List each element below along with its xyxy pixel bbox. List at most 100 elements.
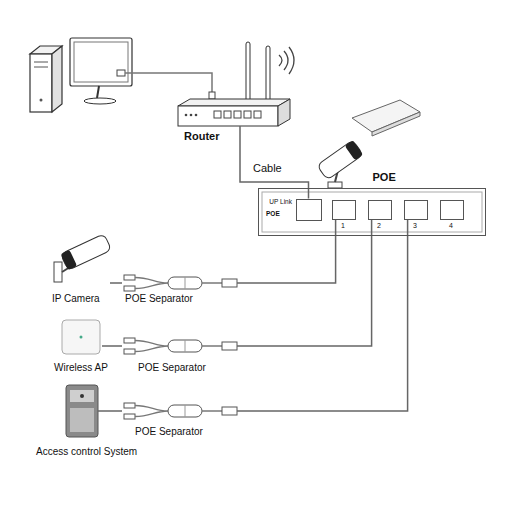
node-label: POE Separator [138, 362, 206, 374]
router-body-part [234, 111, 241, 118]
ip-camera-part [54, 262, 62, 282]
access-control-panel-part [70, 408, 94, 432]
poe-separator-node: POE Separator [122, 339, 237, 353]
router-body-part [214, 111, 221, 118]
poe-separator-body-part [135, 278, 168, 289]
poe-separator-body-part [124, 286, 135, 291]
computer-tower-part [30, 54, 52, 112]
access-control-panel-part [70, 390, 94, 402]
poe-separator-body-part [222, 407, 237, 415]
router-body-part [254, 111, 261, 118]
computer-monitor-part [209, 92, 215, 99]
poe-separator-body-part [202, 410, 222, 412]
network-cable [102, 345, 122, 347]
router-body [178, 42, 290, 126]
router-body-part [190, 114, 193, 117]
poe-separator-body-part [168, 405, 202, 417]
cable-label: Cable [252, 162, 283, 175]
node-label: Router [184, 130, 219, 143]
poe-separator-body-part [185, 405, 186, 417]
wifi-waves [279, 47, 294, 74]
poe-separator-body-part [124, 414, 135, 419]
poe-separator-body-part [222, 342, 237, 350]
node-label: POE Separator [135, 426, 203, 438]
router-body-part [195, 114, 198, 117]
access-control-panel-part [66, 385, 98, 437]
switch-port: 4 [440, 200, 464, 220]
computer-tower-part [34, 67, 48, 68]
ip-camera-part-part [60, 234, 111, 271]
network-cable [98, 410, 122, 412]
wireless-ap-node: Wireless AP [60, 318, 102, 356]
node-label: POE [373, 171, 396, 184]
node-label: Wireless AP [54, 362, 108, 374]
device-on-switch-part [372, 112, 420, 136]
switch-port: 2 [368, 200, 392, 220]
computer-monitor-part [70, 38, 132, 86]
poe-separator-body-part [135, 406, 168, 417]
node-label: 2 [377, 222, 381, 230]
poe-switch: POEUP Link1234 [258, 188, 486, 236]
router-body-part [278, 99, 290, 126]
computer-tower [30, 46, 62, 112]
poe-separator-body-part [135, 341, 168, 352]
poe-separator-body-part [222, 279, 237, 287]
ip-camera-node: IP Camera [50, 232, 110, 284]
poe-separator-body-part [168, 340, 202, 352]
computer-monitor-part [84, 98, 116, 104]
wifi-waves-part [289, 47, 294, 74]
node-label: 4 [449, 222, 453, 230]
poe-separator-body-part [202, 282, 222, 284]
poe-separator-body [124, 338, 237, 354]
network-cable [237, 220, 372, 347]
poe-separator-body-part [202, 345, 222, 347]
switch-port: 3 [404, 200, 428, 220]
node-label: POE Separator [125, 293, 193, 305]
router-node: Router [178, 100, 278, 126]
device-on-switch-part [317, 140, 363, 180]
router-body-part [178, 106, 278, 126]
poe-separator-node: POE Separator [122, 276, 237, 290]
router-body-part [178, 99, 290, 106]
wifi-waves-part [284, 51, 288, 70]
wifi-waves-part [279, 55, 282, 66]
poe-separator-body-part [124, 338, 135, 343]
computer-monitor-part [125, 73, 212, 94]
computer-monitor-part [74, 42, 128, 82]
poe-separator-node: POE Separator [122, 404, 237, 418]
ip-camera-part-part [60, 250, 77, 271]
device-on-switch-part-part [317, 140, 363, 180]
node-label: 3 [413, 222, 417, 230]
wireless-ap-part [80, 336, 83, 339]
ip-camera-part [60, 234, 111, 271]
router-body-part [224, 111, 231, 118]
router-body-part [244, 111, 251, 118]
router-body-part [266, 46, 270, 102]
poe-separator-body [124, 275, 237, 291]
computer-tower-part [34, 62, 48, 63]
computer-tower-part [40, 99, 43, 102]
access-control-node: Access control System [64, 383, 98, 439]
router-body-part [185, 114, 188, 117]
wireless-ap-part [62, 320, 100, 354]
poe-separator-body-part [185, 277, 186, 289]
poe-separator-body-part [168, 277, 202, 289]
network-cable [237, 220, 336, 284]
computer-monitor-part [97, 86, 99, 98]
poe-separator-body [124, 403, 237, 419]
poe-separator-body-part [124, 403, 135, 408]
node-label: IP Camera [52, 293, 100, 305]
wireless-ap [62, 320, 100, 354]
device-on-switch-part-part [345, 140, 364, 160]
computer-tower-part [52, 46, 62, 112]
access-control-panel-part [80, 394, 84, 398]
node-label: Access control System [36, 446, 137, 458]
network-cable [110, 282, 122, 284]
uplink-port: UP Link [296, 199, 322, 221]
poe-separator-body-part [185, 340, 186, 352]
access-control-panel [66, 385, 98, 437]
router-body-part [246, 42, 250, 102]
